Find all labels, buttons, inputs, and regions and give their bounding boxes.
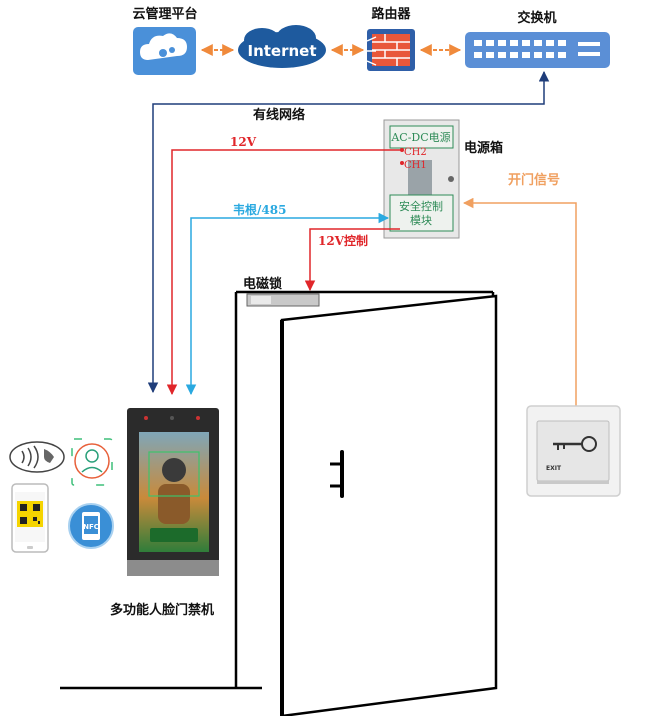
lock-control-line [304,228,400,292]
firewall-icon [366,36,377,66]
cloud-icon [140,33,187,60]
power-12v-line [166,149,402,396]
door-leaf [280,294,498,716]
power-box: AC-DC电源 CH2 CH1 安全控制 模块 [383,119,460,239]
psu-label: AC-DC电源 [390,130,450,144]
ch1-label: CH1 [404,160,427,171]
internet-node: Internet [238,25,326,68]
gear-icon [159,49,167,57]
face-terminal [127,408,219,576]
switch-node [465,32,610,68]
face-avatar [162,458,186,482]
magnetic-lock [246,293,320,307]
contactless-card-icon [9,441,65,473]
wiegand-label: 韦根/485 [233,202,286,217]
safety-module-line2: 模块 [410,214,432,227]
safety-module-line1: 安全控制 [399,199,443,213]
cloud-platform-node [133,27,196,75]
lock-label: 电磁锁 [243,276,282,292]
power-box-label: 电源箱 [464,140,503,156]
nfc-label: NFC [83,523,99,531]
door-signal-line [462,197,577,408]
cloud-platform-label: 云管理平台 [132,6,197,22]
exit-button: EXIT [526,405,621,497]
nfc-icon: NFC [68,503,114,549]
face-scan-frame [148,451,200,497]
router-label: 路由器 [371,6,411,22]
door-signal-label: 开门信号 [508,172,560,188]
key-icon [553,436,597,452]
face-recognition-icon [71,438,113,486]
wiegand-line [185,212,390,396]
terminal-label: 多功能人脸门禁机 [110,602,214,618]
router-node [366,29,415,71]
door [234,290,498,716]
switch-label: 交换机 [517,10,556,26]
network-line [147,70,550,394]
lock-control-label: 12V控制 [318,233,368,248]
internet-label: Internet [247,42,316,60]
network-label: 有线网络 [253,107,305,123]
qr-code-phone-icon [11,483,49,553]
exit-label: EXIT [546,465,562,472]
power-12v-label: 12V [230,135,257,149]
ch2-label: CH2 [404,147,427,158]
